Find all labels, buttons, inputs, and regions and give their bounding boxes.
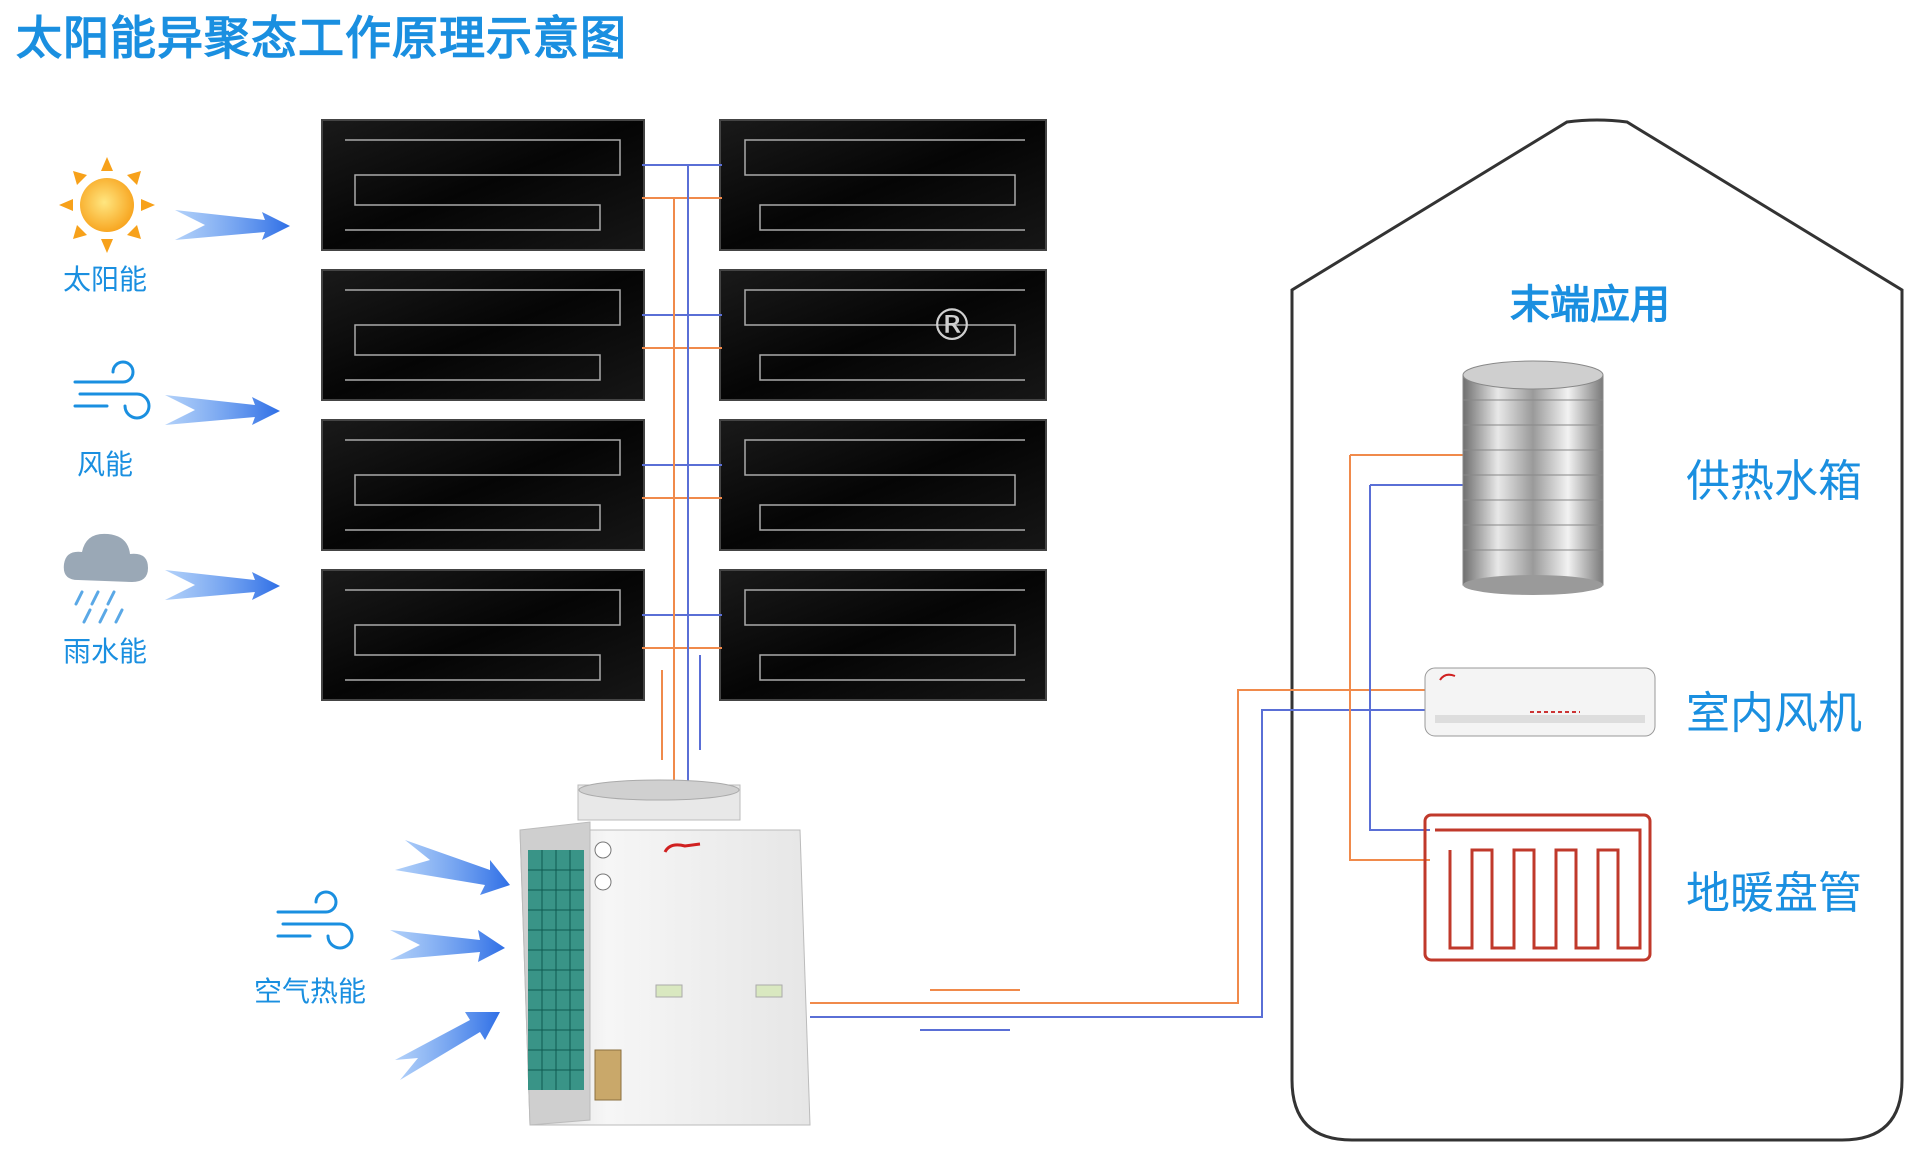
label-floor-heating: 地暖盘管 <box>1686 868 1862 919</box>
label-air: 空气热能 <box>254 975 367 1008</box>
label-wind: 风能 <box>77 448 134 481</box>
solar-panel <box>321 569 645 701</box>
heat-pump-unit <box>519 779 811 1126</box>
sun-icon <box>59 157 155 253</box>
house-pipes <box>810 454 1465 1031</box>
solar-panel <box>719 569 1047 701</box>
page-title: 太阳能异聚态工作原理示意图 <box>16 11 627 65</box>
solar-panel <box>321 419 645 551</box>
solar-panels-left <box>321 119 645 701</box>
panel-pipes <box>642 164 722 790</box>
solar-panels-right <box>719 119 1047 701</box>
source-arrows <box>165 210 510 1080</box>
registered-mark: ® <box>930 300 974 351</box>
water-tank <box>1462 360 1604 595</box>
solar-panel <box>719 119 1047 251</box>
label-water-tank: 供热水箱 <box>1686 456 1862 507</box>
solar-panel <box>321 269 645 401</box>
label-rain: 雨水能 <box>63 635 148 668</box>
house-outline <box>1290 118 1904 1142</box>
solar-panel <box>321 119 645 251</box>
solar-panel <box>719 419 1047 551</box>
air-wind-icon <box>276 890 354 950</box>
wind-icon <box>73 360 151 420</box>
rain-cloud-icon <box>63 533 148 624</box>
label-indoor-fan: 室内风机 <box>1686 688 1862 739</box>
solar-panel <box>719 269 1047 401</box>
floor-heating-coil <box>1423 813 1652 962</box>
label-solar: 太阳能 <box>63 263 148 296</box>
terminal-title: 末端应用 <box>1510 282 1670 328</box>
indoor-fan-unit <box>1424 667 1656 737</box>
